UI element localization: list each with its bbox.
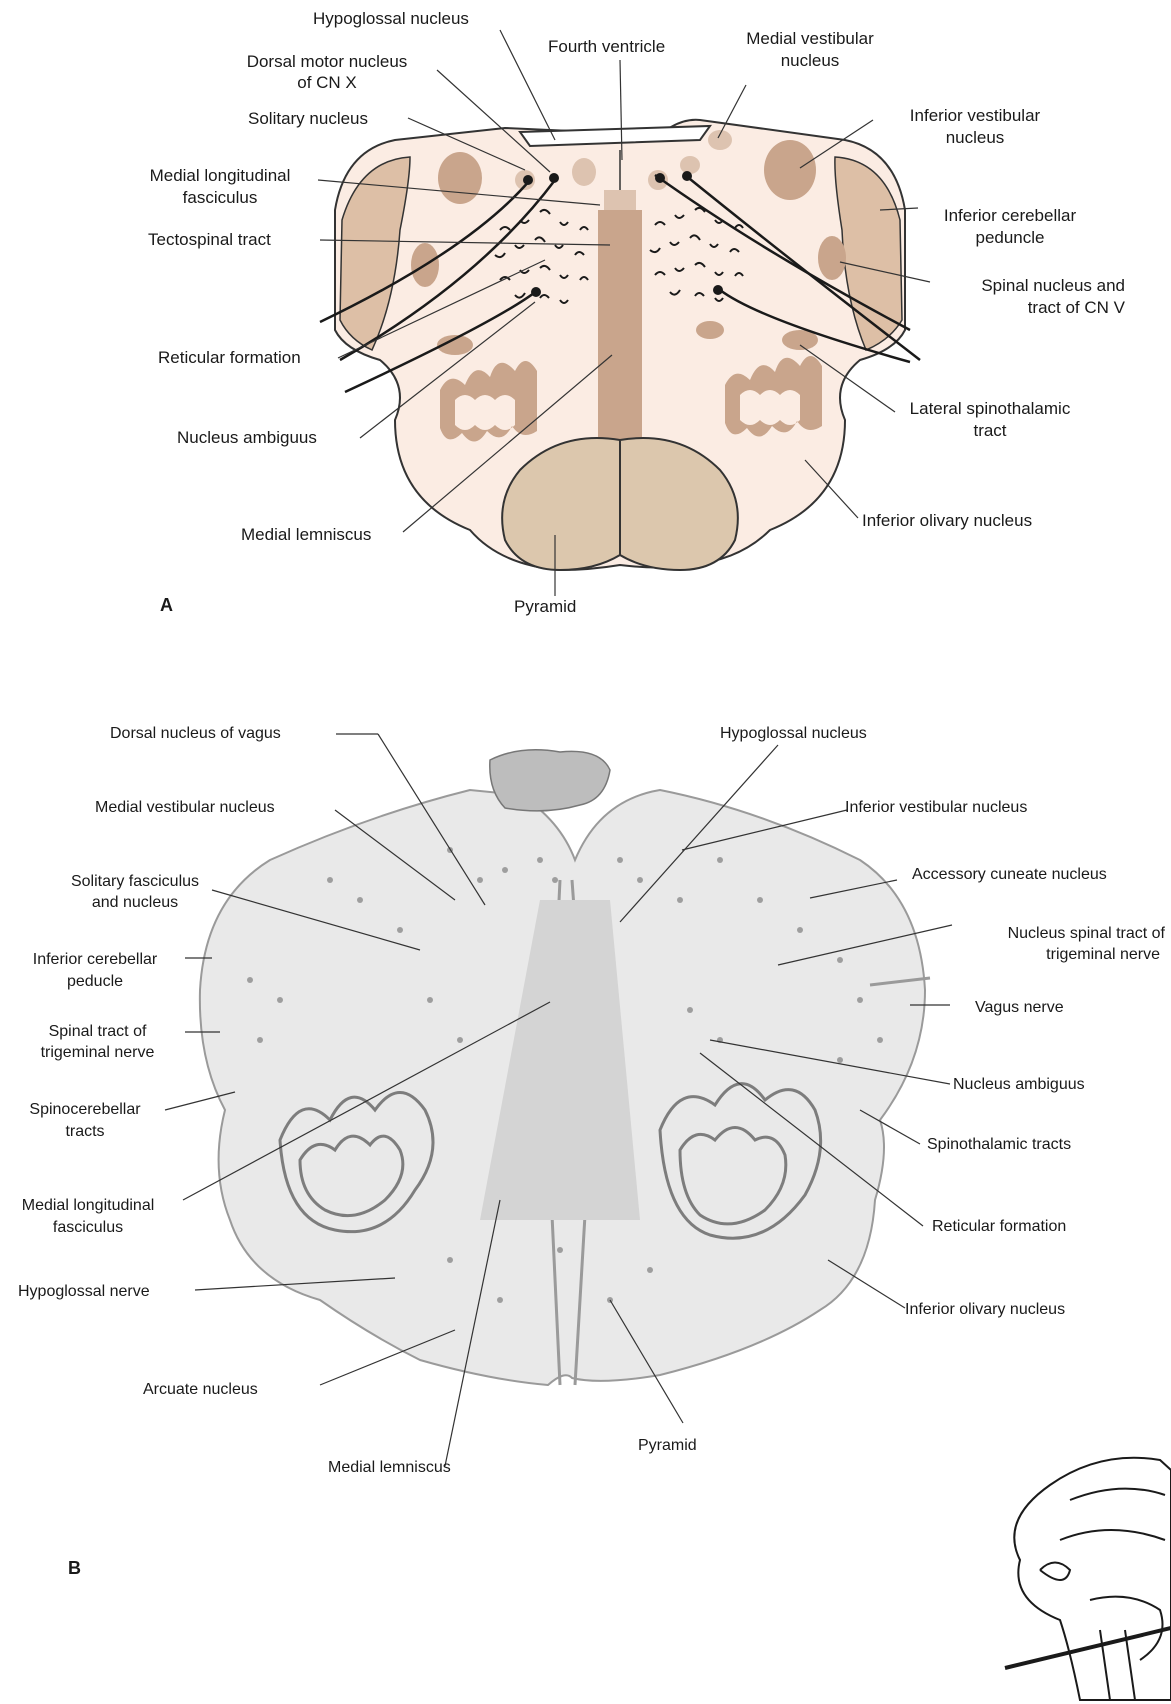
label-a-inferior-vestibular-line2: nucleus (880, 127, 1070, 148)
label-a-hypoglossal-nucleus: Hypoglossal nucleus (313, 8, 469, 29)
label-a-dorsal-motor-nucleus-line1: Dorsal motor nucleus (222, 51, 432, 72)
label-a-inferior-cerebellar-line2: peduncle (920, 227, 1100, 248)
label-a-spinal-nucleus-cn5-line2: tract of CN V (930, 297, 1125, 318)
label-a-reticular-formation: Reticular formation (158, 347, 301, 368)
label-b-spinal-tract-line1: Spinal tract of (20, 1022, 175, 1042)
label-b-hypoglossal-nucleus: Hypoglossal nucleus (720, 724, 867, 744)
label-b-nucleus-spinal-tract-line1: Nucleus spinal tract of (930, 924, 1165, 944)
label-b-solitary-line1: Solitary fasciculus (40, 872, 230, 892)
label-b-inferior-olivary: Inferior olivary nucleus (905, 1300, 1065, 1320)
label-b-dorsal-nucleus-vagus: Dorsal nucleus of vagus (110, 724, 281, 744)
label-b-reticular-formation: Reticular formation (932, 1217, 1066, 1237)
label-a-medial-vestibular-line1: Medial vestibular (725, 28, 895, 49)
label-a-dorsal-motor-nucleus-line2: of CN X (222, 72, 432, 93)
label-a-solitary-nucleus: Solitary nucleus (248, 108, 368, 129)
brain-inset-sketch (1005, 1458, 1171, 1700)
label-a-lateral-spinothalamic-line2: tract (890, 420, 1090, 441)
label-a-inferior-vestibular-line1: Inferior vestibular (880, 105, 1070, 126)
label-a-medial-vestibular-line2: nucleus (725, 50, 895, 71)
label-b-medial-vestibular: Medial vestibular nucleus (95, 798, 275, 818)
label-a-tectospinal: Tectospinal tract (148, 229, 271, 250)
label-b-mlf-line1: Medial longitudinal (2, 1196, 174, 1216)
label-b-vagus-nerve: Vagus nerve (975, 998, 1064, 1018)
label-b-medial-lemniscus: Medial lemniscus (328, 1458, 451, 1478)
label-a-medial-lemniscus: Medial lemniscus (241, 524, 371, 545)
label-b-spinocerebellar-line2: tracts (10, 1122, 160, 1142)
panel-b-letter: B (68, 1558, 81, 1579)
label-a-inferior-cerebellar-line1: Inferior cerebellar (920, 205, 1100, 226)
label-a-lateral-spinothalamic-line1: Lateral spinothalamic (890, 398, 1090, 419)
label-b-hypoglossal-nerve: Hypoglossal nerve (18, 1282, 150, 1302)
label-b-pyramid: Pyramid (638, 1436, 697, 1456)
label-a-nucleus-ambiguus: Nucleus ambiguus (177, 427, 317, 448)
label-a-spinal-nucleus-cn5-line1: Spinal nucleus and (930, 275, 1125, 296)
label-a-pyramid: Pyramid (514, 596, 576, 617)
label-b-inferior-cerebellar-line2: peducle (10, 972, 180, 992)
label-b-spinal-tract-line2: trigeminal nerve (20, 1043, 175, 1063)
panel-a-letter: A (160, 595, 173, 616)
label-b-accessory-cuneate: Accessory cuneate nucleus (912, 865, 1107, 885)
label-b-mlf-line2: fasciculus (2, 1218, 174, 1238)
label-b-spinothalamic: Spinothalamic tracts (927, 1135, 1071, 1155)
label-b-spinocerebellar-line1: Spinocerebellar (10, 1100, 160, 1120)
label-b-arcuate: Arcuate nucleus (143, 1380, 258, 1400)
label-b-inferior-vestibular: Inferior vestibular nucleus (845, 798, 1027, 818)
label-b-inferior-cerebellar-line1: Inferior cerebellar (10, 950, 180, 970)
choroid-fragment (490, 750, 610, 811)
label-b-nucleus-spinal-tract-line2: trigeminal nerve (930, 945, 1160, 965)
label-a-mlf-line2: fasciculus (120, 187, 320, 208)
label-b-nucleus-ambiguus: Nucleus ambiguus (953, 1075, 1085, 1095)
label-a-fourth-ventricle: Fourth ventricle (548, 36, 665, 57)
label-a-inferior-olivary: Inferior olivary nucleus (862, 510, 1032, 531)
label-b-solitary-line2: and nucleus (40, 893, 230, 913)
label-a-mlf-line1: Medial longitudinal (120, 165, 320, 186)
